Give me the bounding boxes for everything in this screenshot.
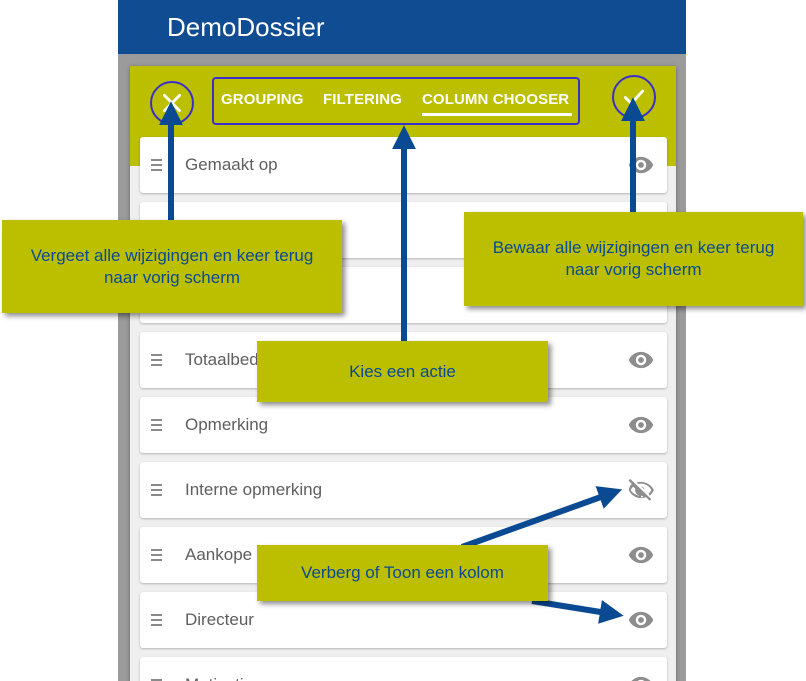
column-row[interactable]: Interne opmerking — [140, 462, 667, 518]
drag-handle-icon[interactable] — [151, 159, 162, 171]
drag-handle-icon[interactable] — [151, 484, 162, 496]
callout-action: Kies een actie — [257, 341, 548, 402]
eye-icon[interactable] — [627, 606, 655, 634]
check-icon — [623, 89, 645, 105]
eye-off-icon[interactable] — [627, 476, 655, 504]
tab-bar: GROUPING FILTERING COLUMN CHOOSER — [212, 77, 580, 125]
column-label: Gemaakt op — [185, 155, 278, 174]
eye-icon[interactable] — [627, 411, 655, 439]
active-tab-indicator — [422, 113, 572, 116]
eye-icon[interactable] — [627, 346, 655, 374]
column-label: Opmerking — [185, 415, 269, 434]
eye-icon[interactable] — [627, 151, 655, 179]
save-button[interactable] — [612, 75, 656, 119]
cancel-button[interactable] — [150, 81, 194, 125]
column-label: Directeur — [185, 610, 254, 629]
callout-toggle: Verberg of Toon een kolom — [257, 545, 548, 601]
drag-handle-icon[interactable] — [151, 354, 162, 366]
column-row[interactable]: Motivatie — [140, 657, 667, 681]
drag-handle-icon[interactable] — [151, 549, 162, 561]
tab-filtering[interactable]: FILTERING — [323, 91, 402, 108]
column-label: Interne opmerking — [185, 480, 323, 499]
column-label: Motivatie — [185, 675, 253, 681]
app-bar: DemoDossier — [118, 0, 686, 54]
callout-save: Bewaar alle wijzigingen en keer terug na… — [464, 212, 803, 306]
close-icon — [163, 94, 181, 112]
app-title: DemoDossier — [167, 12, 325, 42]
column-label: Aankope — [185, 545, 253, 564]
callout-cancel: Vergeet alle wijzigingen en keer terug n… — [2, 220, 342, 313]
eye-icon[interactable] — [627, 671, 655, 681]
column-row[interactable]: Gemaakt op — [140, 137, 667, 193]
column-row[interactable]: Opmerking — [140, 397, 667, 453]
drag-handle-icon[interactable] — [151, 614, 162, 626]
drag-handle-icon[interactable] — [151, 679, 162, 681]
tab-column-chooser[interactable]: COLUMN CHOOSER — [422, 91, 570, 108]
tab-grouping[interactable]: GROUPING — [221, 91, 304, 108]
drag-handle-icon[interactable] — [151, 419, 162, 431]
eye-icon[interactable] — [627, 541, 655, 569]
column-label: Totaalbed — [185, 350, 259, 369]
